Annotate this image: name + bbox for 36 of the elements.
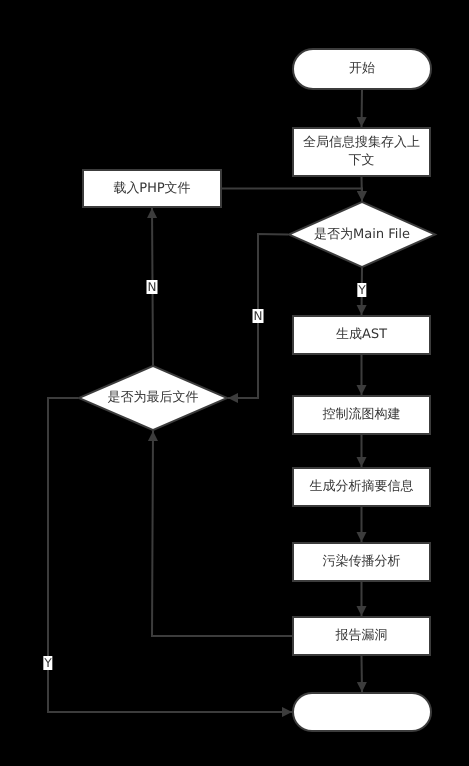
node-label: 生成分析摘要信息 xyxy=(310,478,414,496)
process-box xyxy=(292,616,431,656)
edge-label: N xyxy=(252,309,264,323)
edge-label: N xyxy=(146,280,158,294)
terminal-shape xyxy=(292,48,432,90)
process-box xyxy=(292,542,431,582)
arrow xyxy=(356,582,366,616)
arrow xyxy=(147,208,158,365)
node-label: 是否为最后文件 xyxy=(108,389,198,407)
node-label: 污染传播分析 xyxy=(322,553,400,571)
node-label: 载入PHP文件 xyxy=(113,180,191,198)
edge-label: Y xyxy=(43,656,53,670)
process-box xyxy=(292,315,431,355)
process-box xyxy=(292,395,431,435)
process-box xyxy=(292,127,431,177)
arrow xyxy=(356,355,366,395)
arrow xyxy=(356,90,367,128)
node-label: 开始 xyxy=(349,60,375,78)
node-label: 报告漏洞 xyxy=(336,627,388,645)
arrow xyxy=(148,431,292,637)
arrow xyxy=(222,188,367,201)
node-label: 是否为Main File xyxy=(314,226,410,244)
edge-label: Y xyxy=(357,283,367,297)
process-box xyxy=(292,467,431,507)
node-label: 生成AST xyxy=(336,326,388,344)
terminal-shape xyxy=(292,692,432,732)
arrow xyxy=(356,507,366,542)
process-box xyxy=(82,169,222,208)
arrow xyxy=(47,397,292,717)
node-label: 全局信息搜集存入上下文 xyxy=(302,134,421,170)
node-label: 控制流图构建 xyxy=(322,406,400,424)
arrow xyxy=(356,435,366,467)
decision-diamond xyxy=(288,201,436,268)
arrow xyxy=(228,232,288,403)
arrow xyxy=(356,656,367,692)
decision-diamond xyxy=(78,365,228,431)
